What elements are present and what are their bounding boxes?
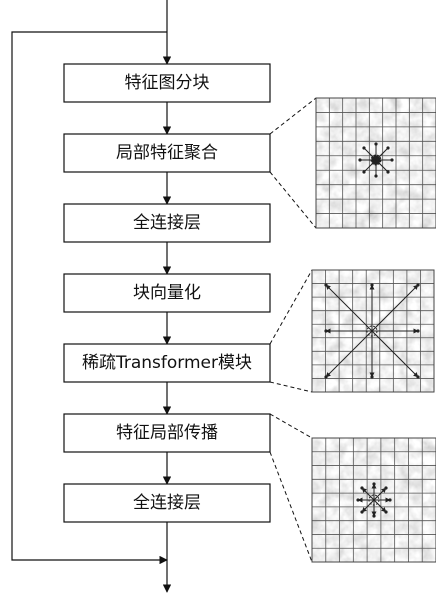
step-box-5: 稀疏Transformer模块 <box>63 343 271 383</box>
node-dot <box>386 146 390 150</box>
connector-c-top <box>269 413 313 439</box>
step-label-7: 全连接层 <box>133 493 201 513</box>
grid-lines-1 <box>316 98 436 228</box>
node-dot <box>416 329 420 333</box>
step-box-6: 特征局部传播 <box>63 413 271 453</box>
illustration-sparse-transformer <box>311 269 435 393</box>
arrow <box>373 487 387 501</box>
step-label-3: 全连接层 <box>133 213 201 233</box>
step-box-7: 全连接层 <box>63 483 271 523</box>
step-label-6: 特征局部传播 <box>116 423 218 443</box>
node-dot <box>362 170 366 174</box>
node-dot <box>372 514 376 518</box>
step-box-4: 块向量化 <box>63 273 271 313</box>
center-node <box>366 325 378 337</box>
node-dot <box>324 283 328 287</box>
node-dot <box>374 142 378 146</box>
node-dot <box>356 498 360 502</box>
node-dot <box>416 283 420 287</box>
connector-a-bottom <box>269 171 317 229</box>
step-box-1: 特征图分块 <box>63 63 271 103</box>
aggregation-arrows <box>358 142 394 178</box>
arrow <box>371 284 419 332</box>
arrow <box>325 330 373 378</box>
step-label-1: 特征图分块 <box>125 73 210 93</box>
node-dot <box>384 510 388 514</box>
node-dot <box>370 283 374 287</box>
node-dot <box>370 375 374 379</box>
node-dot <box>384 486 388 490</box>
node-dot <box>362 146 366 150</box>
step-label-5: 稀疏Transformer模块 <box>82 353 252 373</box>
arrow <box>325 284 373 332</box>
node-dot <box>374 174 378 178</box>
node-dot <box>416 375 420 379</box>
arrow <box>375 159 389 173</box>
connector-b-top <box>269 269 313 345</box>
node-dot <box>390 158 394 162</box>
arrow <box>361 499 375 513</box>
center-node <box>368 494 380 506</box>
illustration-local-aggregation <box>315 97 436 229</box>
connector-a-top <box>269 97 317 135</box>
arrow <box>371 330 419 378</box>
node-dot <box>358 158 362 162</box>
step-label-4: 块向量化 <box>133 283 201 303</box>
skip-connection-line <box>11 31 168 565</box>
node-dot <box>372 482 376 486</box>
connector-b-bottom <box>269 381 313 393</box>
connector-c-bottom <box>269 451 313 563</box>
node-dot <box>324 329 328 333</box>
node-dot <box>324 375 328 379</box>
step-box-2: 局部特征聚合 <box>63 133 271 173</box>
propagation-arrows <box>356 482 392 518</box>
node-dot <box>360 486 364 490</box>
step-box-3: 全连接层 <box>63 203 271 243</box>
arrow <box>361 487 375 501</box>
dashed-connectors <box>269 97 317 563</box>
step-label-2: 局部特征聚合 <box>116 143 218 163</box>
illustration-local-propagation <box>311 437 436 563</box>
node-dot <box>388 498 392 502</box>
arrow <box>373 499 387 513</box>
center-node <box>370 154 382 166</box>
node-dot <box>386 170 390 174</box>
node-dot <box>360 510 364 514</box>
sparse-attention-arrows <box>324 283 420 379</box>
